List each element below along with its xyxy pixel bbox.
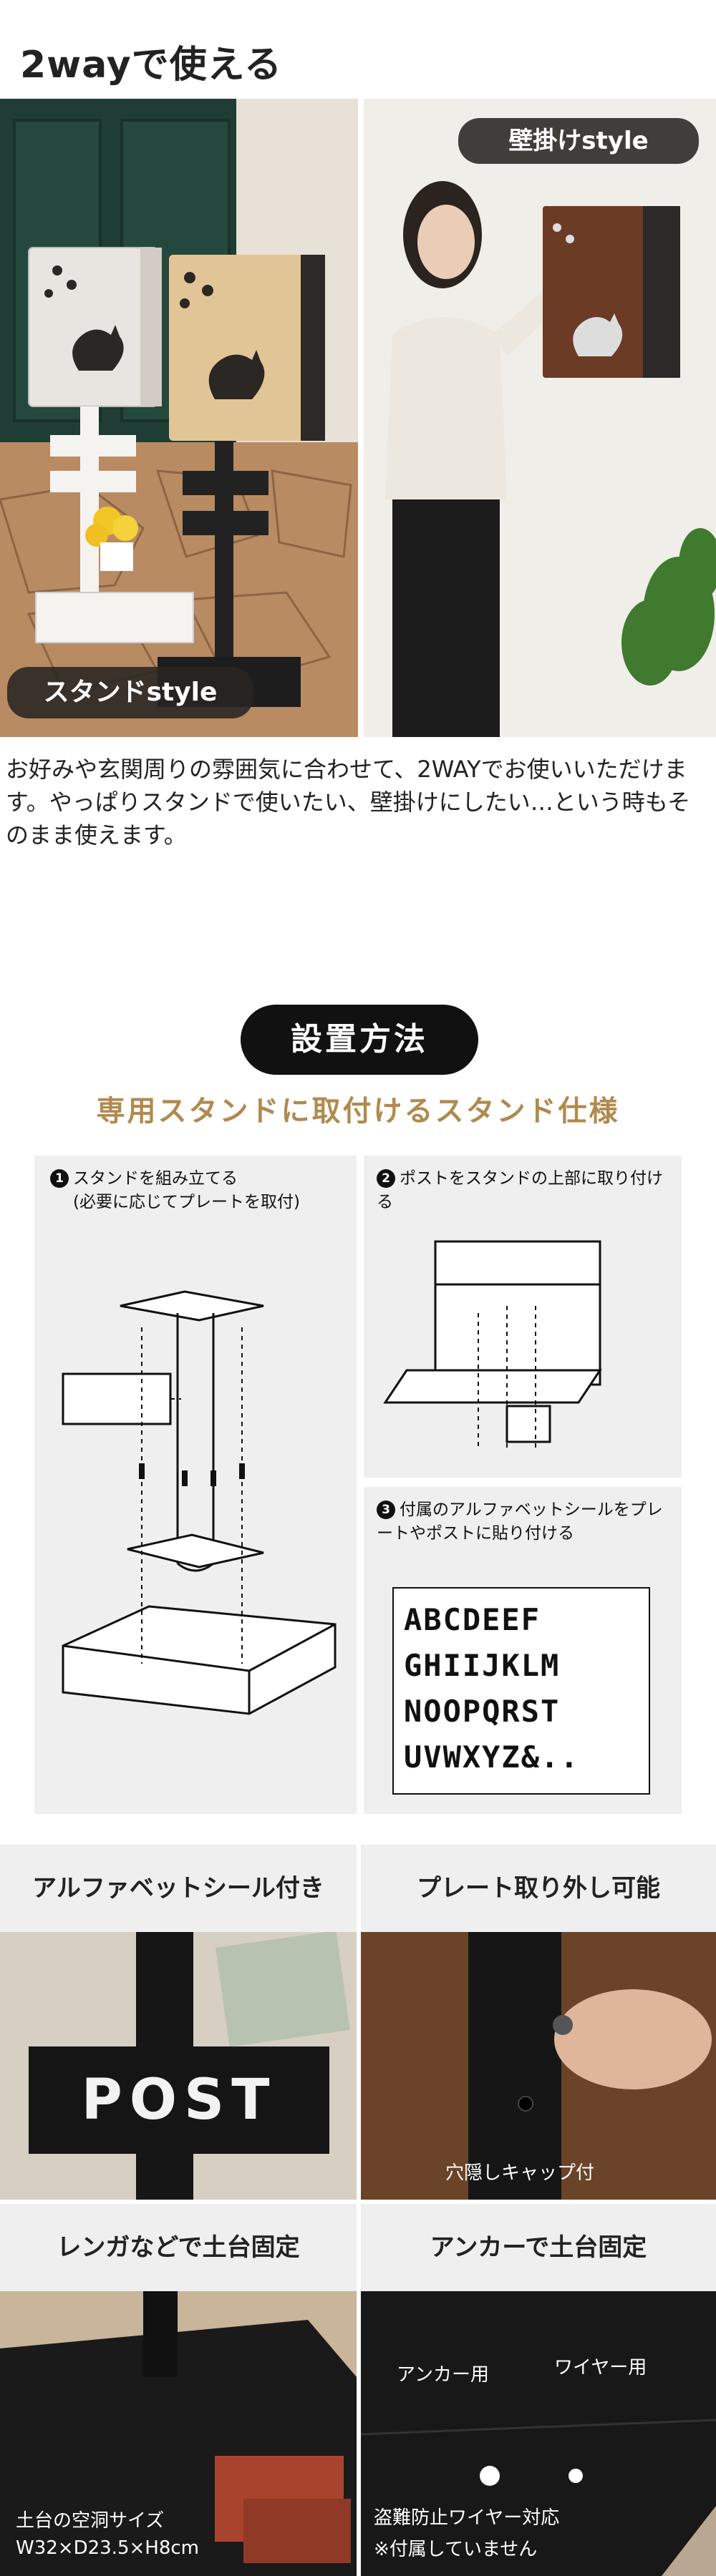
feature-1-title: アルファベットシール付き (0, 1845, 357, 1932)
feature-3-title: レンガなどで土台固定 (0, 2204, 357, 2291)
step-1-label: スタンドを組み立てる (73, 1169, 238, 1188)
step-2-label: ポストをスタンドの上部に取り付ける (377, 1169, 663, 1211)
stand-assembly-diagram (62, 1290, 337, 1715)
alphabet-row: GHIIJKLM (404, 1648, 561, 1683)
anchor-hole-label: アンカー用 (397, 2364, 489, 2386)
page-title: 2wayで使える (20, 44, 283, 87)
wire-hole-label: ワイヤー用 (554, 2357, 647, 2379)
step-1-note: (必要に応じてプレートを取付) (73, 1193, 300, 1211)
post-plate-text: POST (81, 2068, 277, 2132)
post-mount-diagram (383, 1240, 602, 1449)
alphabet-sticker-sheet: ABCDEEF GHIIJKLM NOOPQRST UVWXYZ&.. (392, 1587, 650, 1795)
cap-caption: 穴隠しキャップ付 (445, 2162, 595, 2184)
install-subtitle: 専用スタンドに取付けるスタンド仕様 (96, 1095, 620, 1128)
stand-style-badge: スタンドstyle (7, 667, 253, 718)
removable-plate-photo: 穴隠しキャップ付 (361, 1932, 716, 2200)
alphabet-row: UVWXYZ&.. (404, 1740, 580, 1775)
wall-style-photo (364, 99, 716, 737)
wall-style-badge: 壁掛けstyle (458, 118, 699, 164)
cavity-size-value: W32×D23.5×H8cm (16, 2537, 199, 2559)
stand-style-photo (0, 99, 358, 737)
intro-text: お好みや玄関周りの雰囲気に合わせて、2WAYでお使いいただけます。やっぱりスタン… (6, 756, 691, 849)
not-included-note: ※付属していません (374, 2539, 538, 2560)
alphabet-sticker-photo: POST (0, 1932, 357, 2200)
alphabet-row: ABCDEEF (404, 1602, 541, 1637)
anchor-base-photo: アンカー用 ワイヤー用 盗難防止ワイヤー対応 ※付属していません (361, 2291, 716, 2576)
feature-4-title: アンカーで土台固定 (361, 2204, 716, 2291)
anti-theft-caption: 盗難防止ワイヤー対応 (374, 2507, 560, 2529)
install-title: 設置方法 (241, 1005, 478, 1075)
step-1-number: 1 (50, 1169, 69, 1188)
brick-base-photo: 土台の空洞サイズ W32×D23.5×H8cm (0, 2291, 357, 2576)
step-3-number: 3 (377, 1501, 395, 1519)
cavity-size-label: 土台の空洞サイズ (16, 2510, 165, 2532)
alphabet-row: NOOPQRST (404, 1694, 561, 1729)
step-3-label: 付属のアルファベットシールをプレートやポストに貼り付ける (377, 1501, 663, 1543)
feature-2-title: プレート取り外し可能 (361, 1845, 716, 1932)
step-2-number: 2 (377, 1169, 395, 1188)
